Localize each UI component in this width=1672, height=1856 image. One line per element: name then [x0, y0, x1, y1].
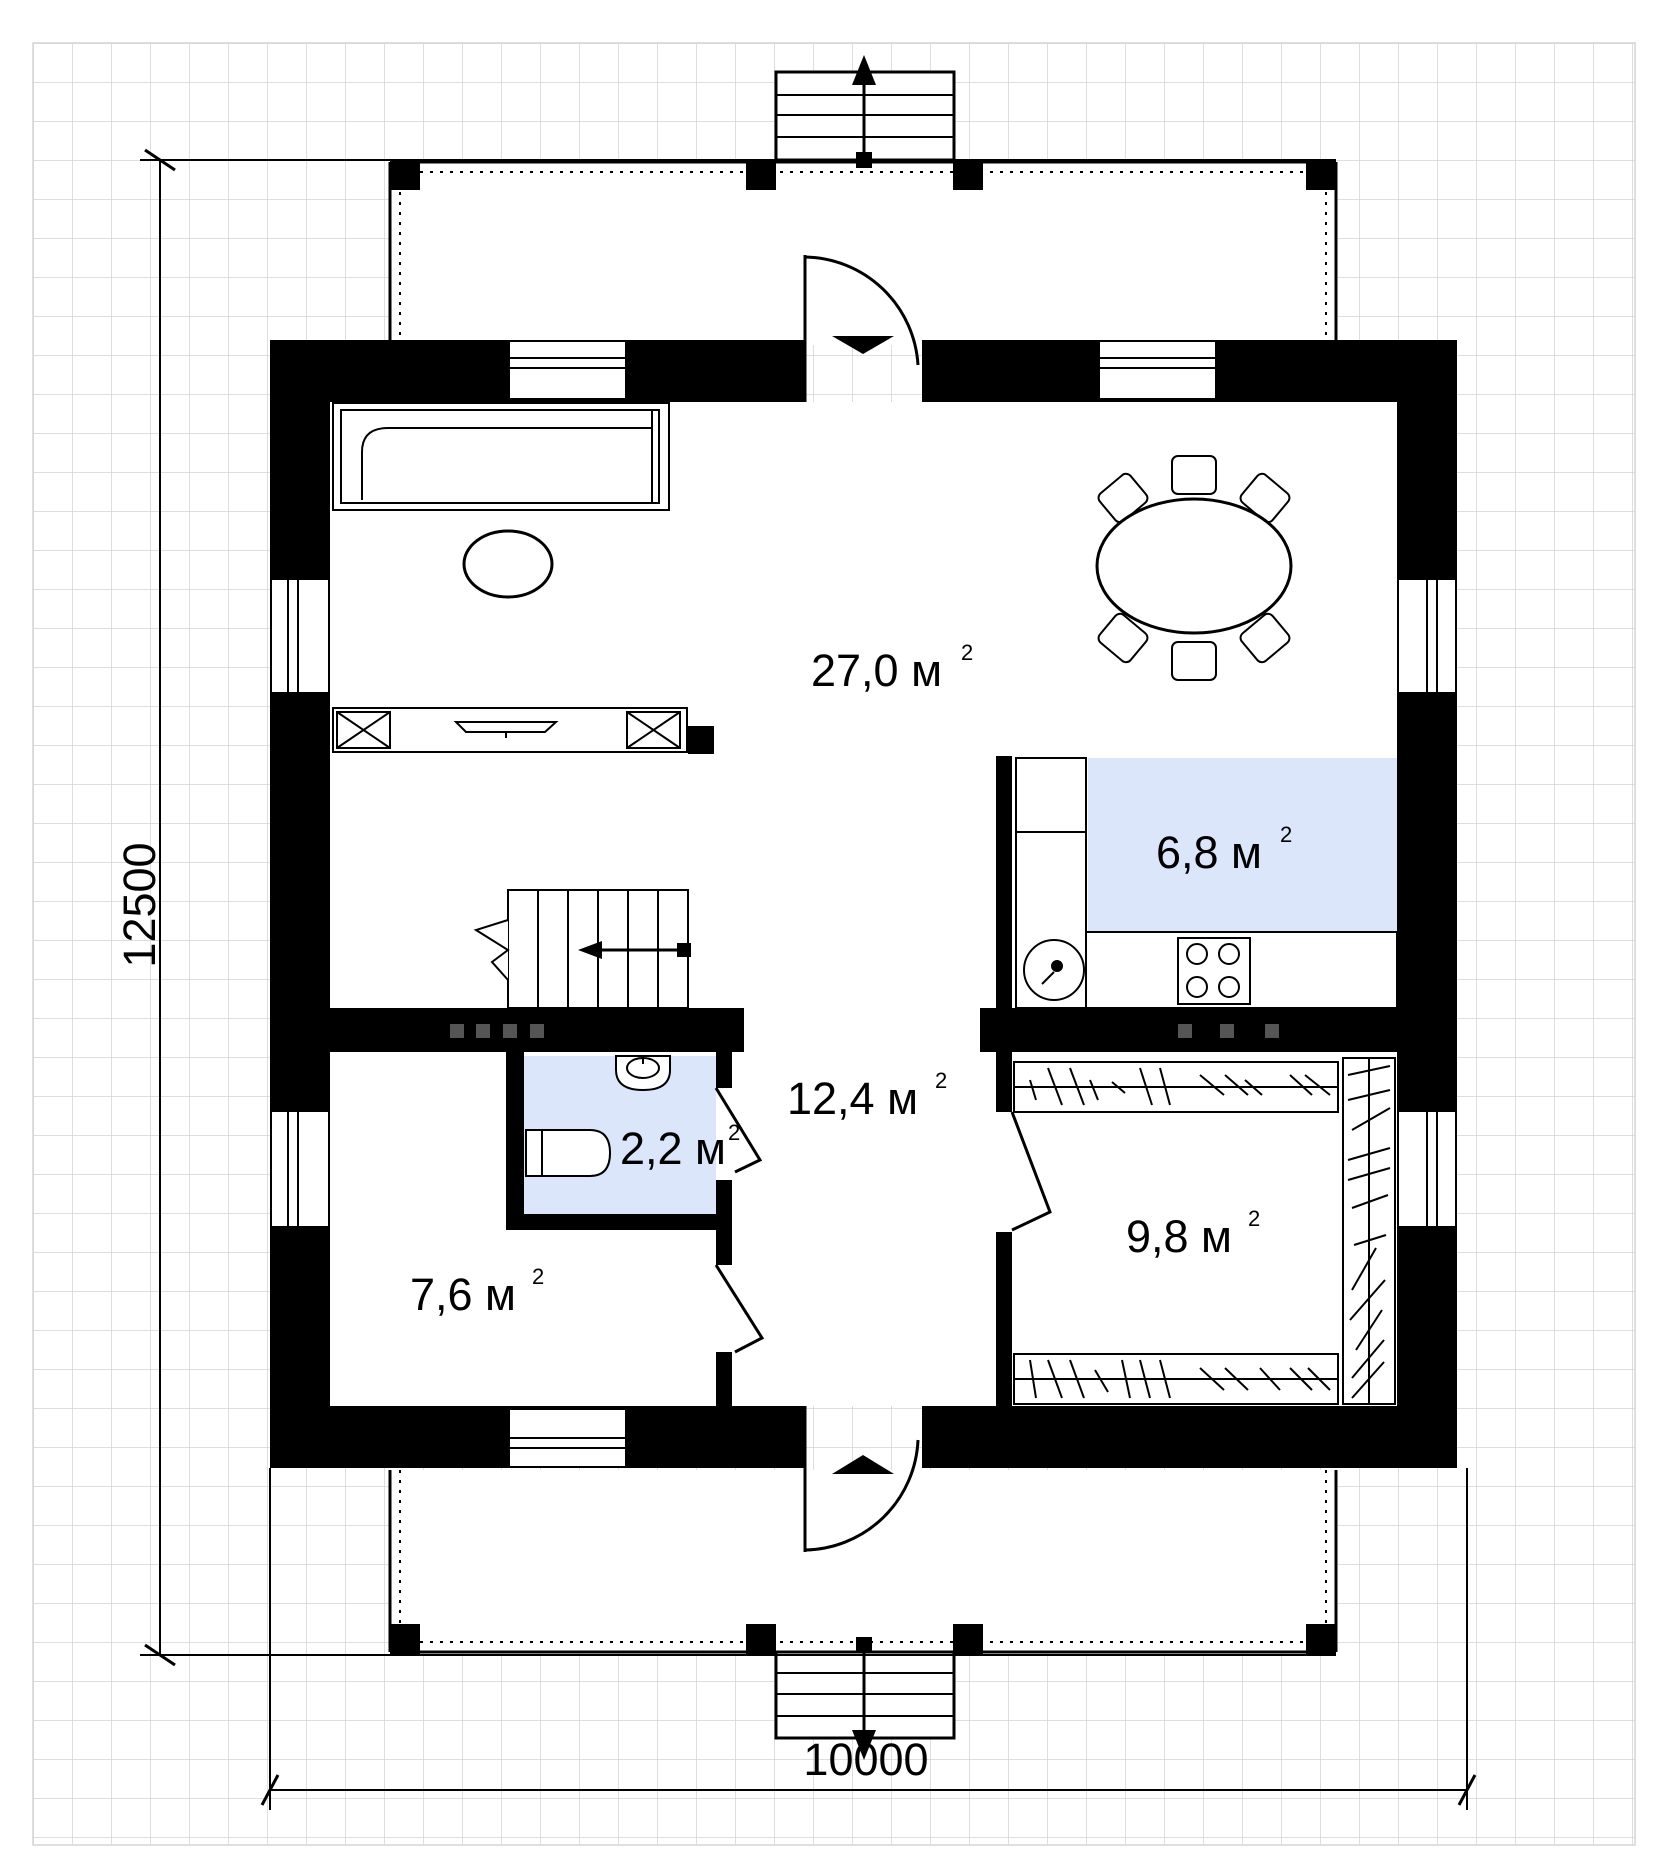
toilet [525, 1129, 612, 1177]
fireplace-block [688, 726, 714, 754]
room-label-bathroom: 2,2 м 2 [620, 1120, 740, 1174]
height-dimension-label: 12500 [114, 842, 165, 967]
room-label-bedroom-left: 7,6 м 2 [410, 1264, 544, 1320]
wardrobe-bottom [1013, 1353, 1339, 1405]
kitchen-area: 6,8 м [1156, 827, 1262, 878]
bathroom-area: 2,2 м [620, 1123, 726, 1174]
front-door-bottom [803, 1406, 920, 1552]
room-label-living: 27,0 м 2 [811, 640, 973, 696]
bedroom-left-area: 7,6 м [410, 1269, 516, 1320]
hall-area-sup: 2 [935, 1068, 947, 1093]
interior-doors [714, 1087, 1052, 1354]
room-label-bedroom-right: 9,8 м 2 [1126, 1206, 1260, 1262]
bedroom-left-area-sup: 2 [532, 1264, 544, 1289]
room-label-kitchen: 6,8 м 2 [1156, 822, 1292, 878]
dimension-height [140, 148, 1336, 1667]
bedroom-right-area: 9,8 м [1126, 1211, 1232, 1262]
bathroom-sink [615, 1055, 671, 1092]
wardrobe-top [1013, 1061, 1339, 1113]
sofa [332, 402, 670, 511]
kitchen-counter [1015, 757, 1398, 1009]
bathroom-fixtures [525, 1055, 671, 1177]
wardrobe-right [1342, 1057, 1396, 1405]
living-room-area: 27,0 м [811, 645, 942, 696]
coffee-table [462, 529, 554, 599]
bottom-porch-steps [774, 1637, 956, 1760]
bedroom-right-area-sup: 2 [1248, 1206, 1260, 1231]
dining-chair [1097, 455, 1291, 681]
kitchen-area-sup: 2 [1280, 822, 1292, 847]
top-terrace [388, 160, 1338, 345]
living-room-area-sup: 2 [961, 640, 973, 665]
bathroom-area-sup: 2 [728, 1120, 740, 1145]
tv-stand [332, 707, 688, 753]
hall-area: 12,4 м [787, 1073, 918, 1124]
front-door-top [803, 255, 920, 402]
stove [1177, 937, 1251, 1005]
dimension-width [260, 1468, 1477, 1810]
dining-table [1095, 455, 1293, 681]
windows [272, 342, 1455, 1466]
top-porch-steps [774, 55, 956, 168]
kitchen-highlight [1088, 758, 1398, 932]
room-label-hall: 12,4 м 2 [787, 1068, 947, 1124]
staircase [473, 889, 691, 1009]
bottom-terrace [388, 1470, 1338, 1654]
width-dimension-label: 10000 [803, 1734, 928, 1785]
wall-vents [450, 1024, 1279, 1038]
